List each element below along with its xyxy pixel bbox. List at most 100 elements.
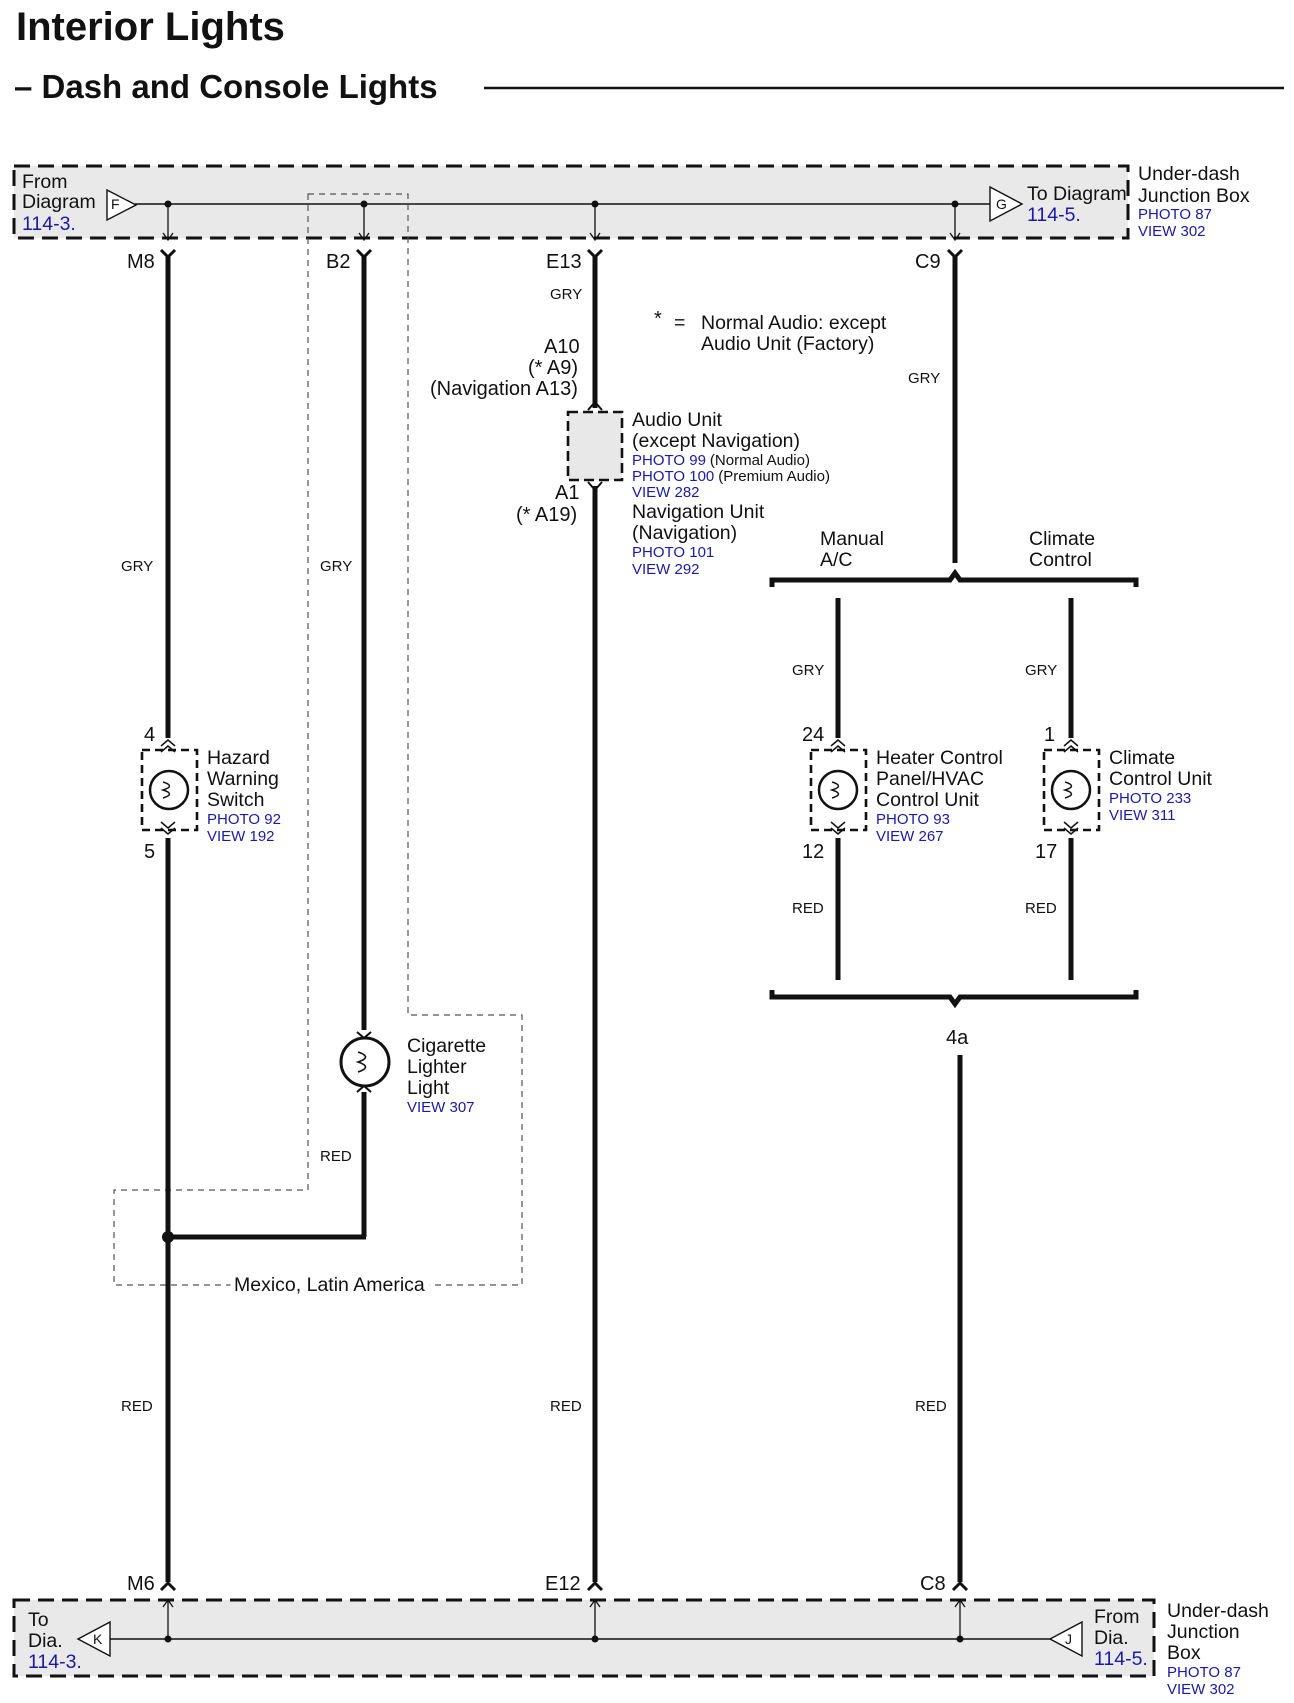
audio-photo-1[interactable]: PHOTO 99 (632, 452, 706, 469)
audio-pin-bottom-1: A1 (555, 482, 579, 504)
to-g-arrow-icon (989, 185, 1024, 223)
wire-color-gry-heater: GRY (792, 662, 824, 679)
top-box-name-2: Junction Box (1138, 185, 1250, 207)
terminal-b2: B2 (326, 251, 350, 273)
top-box-view[interactable]: VIEW 302 (1138, 223, 1206, 240)
bottom-junction-box-outline (12, 1598, 1156, 1678)
heater-pin-top: 24 (802, 724, 824, 746)
wire-color-red-heater: RED (792, 900, 824, 917)
from-f-arrow-icon (106, 188, 138, 222)
terminal-m8: M8 (127, 251, 155, 273)
note-line-1: Normal Audio: except (701, 312, 887, 334)
climate-name-1: Climate (1109, 747, 1175, 769)
lighter-name-1: Cigarette (407, 1035, 486, 1057)
from-label-1: From (22, 171, 68, 193)
terminal-m6: M6 (127, 1573, 155, 1595)
climate-pin-top: 1 (1044, 724, 1055, 746)
wire-color-red-climate: RED (1025, 900, 1057, 917)
wire-color-gry-c9: GRY (908, 370, 940, 387)
lighter-view[interactable]: VIEW 307 (407, 1099, 475, 1116)
page-title: Interior Lights (16, 5, 285, 49)
audio-photo-2-note: (Premium Audio) (718, 468, 830, 485)
hazard-name-3: Switch (207, 789, 264, 811)
top-junction-box-outline (12, 164, 1130, 240)
bottom-box-name-3: Box (1167, 1642, 1201, 1664)
terminal-e12: E12 (545, 1573, 581, 1595)
audio-name-1: Audio Unit (632, 409, 723, 431)
wire-c9-branch (769, 256, 1139, 1582)
audio-photo-2[interactable]: PHOTO 100 (632, 468, 714, 485)
branch-climate-1: Climate (1029, 528, 1095, 550)
hazard-pin-bottom: 5 (144, 841, 155, 863)
to-diagram-ref[interactable]: 114-5. (1027, 204, 1081, 226)
climate-name-2: Control Unit (1109, 768, 1213, 790)
top-box-name-1: Under-dash (1138, 163, 1240, 185)
bottom-box-view[interactable]: VIEW 302 (1167, 1681, 1235, 1698)
heater-name-3: Control Unit (876, 789, 980, 811)
bottom-box-photo[interactable]: PHOTO 87 (1167, 1664, 1241, 1681)
heater-photo[interactable]: PHOTO 93 (876, 811, 950, 828)
from-diagram-ref[interactable]: 114-3. (22, 213, 76, 235)
to-g-tag: G (996, 196, 1007, 212)
nav-view[interactable]: VIEW 292 (632, 561, 700, 578)
nav-photo[interactable]: PHOTO 101 (632, 544, 714, 561)
bottom-from-label-2: Dia. (1094, 1627, 1129, 1649)
bottom-connector-chevrons (159, 1580, 969, 1592)
note-asterisk: * (654, 308, 662, 330)
bottom-from-ref[interactable]: 114-5. (1094, 1648, 1148, 1670)
wire-b2-lighter (162, 256, 367, 1243)
heater-view[interactable]: VIEW 267 (876, 828, 944, 845)
top-junction-box: F G From Diagram 114-3. To Diagram 114-5… (12, 163, 1250, 242)
climate-bulb-icon (1050, 769, 1092, 811)
climate-photo[interactable]: PHOTO 233 (1109, 790, 1191, 807)
lighter-name-2: Lighter (407, 1056, 467, 1078)
from-label-2: Diagram (22, 191, 96, 213)
wire-color-gry-lighter: GRY (320, 558, 352, 575)
wire-color-gry-hazard: GRY (121, 558, 153, 575)
bottom-box-name-2: Junction (1167, 1621, 1240, 1643)
top-box-photo[interactable]: PHOTO 87 (1138, 206, 1212, 223)
branch-manual-2: A/C (820, 549, 853, 571)
mexico-region-label: Mexico, Latin America (234, 1274, 425, 1296)
note-equals: = (674, 312, 685, 334)
bottom-box-name-1: Under-dash (1167, 1600, 1269, 1622)
branch-manual-1: Manual (820, 528, 884, 550)
wire-color-red-e12: RED (550, 1398, 582, 1415)
bottom-bus-taps (162, 1598, 966, 1643)
branch-climate-2: Control (1029, 549, 1092, 571)
heater-control-panel[interactable] (809, 739, 868, 835)
from-j-arrow-icon (1048, 1620, 1083, 1658)
nav-name-2: (Navigation) (632, 522, 737, 544)
ground-point-4a: 4a (946, 1027, 969, 1049)
heater-bulb-icon (817, 769, 859, 811)
hazard-view[interactable]: VIEW 192 (207, 828, 275, 845)
to-k-arrow-icon (76, 1620, 111, 1658)
audio-photo-1-note: (Normal Audio) (710, 452, 810, 469)
mexico-region-outline (113, 193, 523, 1286)
audio-view-1[interactable]: VIEW 282 (632, 484, 700, 501)
lighter-name-3: Light (407, 1077, 450, 1099)
from-f-tag: F (111, 196, 120, 212)
hazard-warning-switch[interactable] (140, 739, 199, 835)
heater-name-2: Panel/HVAC (876, 768, 984, 790)
climate-control-unit[interactable] (1042, 739, 1101, 835)
from-j-tag: J (1065, 1631, 1072, 1647)
bottom-to-ref[interactable]: 114-3. (28, 1651, 82, 1673)
hazard-photo[interactable]: PHOTO 92 (207, 811, 281, 828)
top-bus-taps (162, 200, 961, 242)
audio-unit[interactable] (566, 400, 624, 492)
heater-pin-bottom: 12 (802, 841, 824, 863)
wire-color-gry-climate: GRY (1025, 662, 1057, 679)
terminal-c9: C9 (915, 251, 941, 273)
audio-pin-bottom-2: (* A19) (516, 504, 577, 526)
hazard-name-2: Warning (207, 768, 279, 790)
page-subtitle: – Dash and Console Lights (14, 68, 438, 105)
cigarette-lighter-light[interactable] (339, 1031, 391, 1093)
wire-color-red-m6: RED (121, 1398, 153, 1415)
audio-photo-2-line: PHOTO 100(Premium Audio) (632, 468, 830, 485)
bottom-to-label-2: Dia. (28, 1630, 63, 1652)
nav-name-1: Navigation Unit (632, 501, 765, 523)
wire-color-red-lighter: RED (320, 1148, 352, 1165)
bulb-icon (148, 769, 190, 811)
climate-view[interactable]: VIEW 311 (1109, 807, 1175, 824)
